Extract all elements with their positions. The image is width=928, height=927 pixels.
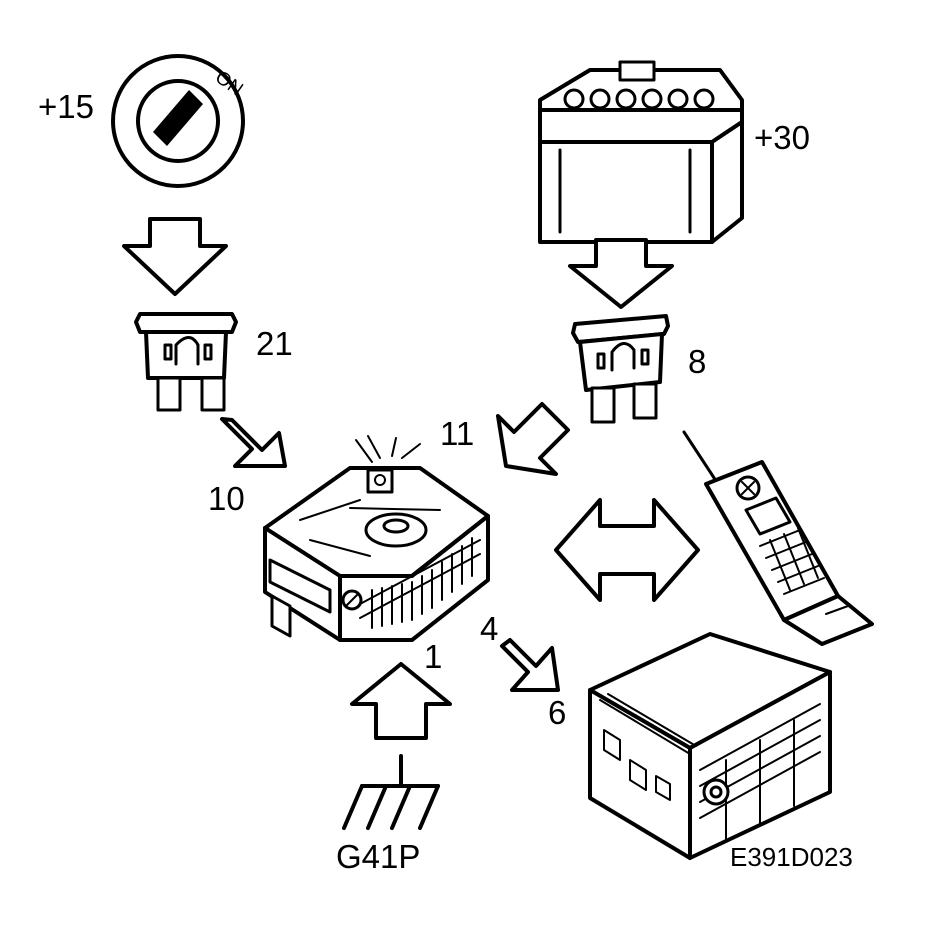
- arrow-ground-to-control-unit: [350, 662, 452, 740]
- figure-code: E391D023: [730, 842, 853, 872]
- arrow-to-radio: [500, 638, 560, 692]
- pin-4-label: 4: [480, 610, 498, 647]
- fuse-21: [134, 312, 238, 412]
- arrow-bidirectional-phone: [554, 498, 700, 602]
- fuse-8: [571, 314, 670, 424]
- fuse-left-label: 21: [256, 325, 293, 362]
- arrow-fuse-to-pin-11: [496, 402, 570, 476]
- control-unit-label: 10: [208, 480, 245, 517]
- ignition-label: +15: [38, 88, 94, 125]
- ground-label: G41P: [336, 838, 420, 875]
- ignition-switch: ON: [111, 54, 247, 188]
- fuse-right-label: 8: [688, 343, 706, 380]
- battery: [538, 60, 744, 244]
- ground-symbol: [342, 754, 440, 830]
- mobile-phone: [682, 430, 874, 646]
- pin-11-label: 11: [440, 415, 474, 452]
- arrow-fuse-to-control-unit: [220, 417, 287, 468]
- control-unit: [263, 435, 490, 642]
- radio-unit: [588, 632, 832, 860]
- battery-label: +30: [754, 119, 810, 156]
- radio-label: 6: [548, 694, 566, 731]
- arrow-ignition-to-fuse: [122, 217, 228, 296]
- arrow-battery-to-fuse: [568, 238, 674, 309]
- pin-1-label: 1: [424, 638, 442, 675]
